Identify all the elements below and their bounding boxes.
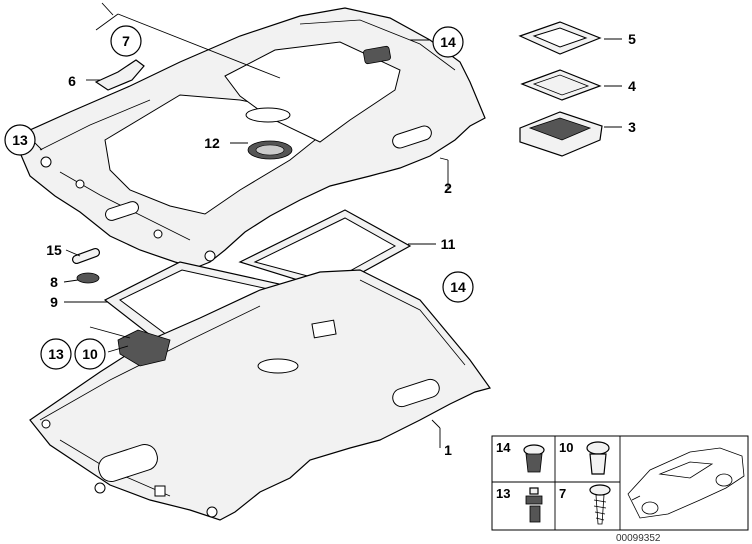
sunroof-frame	[238, 209, 412, 291]
callout-13b: 13	[48, 346, 64, 362]
callout-14a: 14	[440, 34, 456, 50]
trim-piece-6	[94, 59, 145, 91]
rectangular-cutout	[311, 319, 337, 339]
overhead-console	[247, 140, 293, 160]
clip-14-drawing	[523, 444, 545, 473]
callout-14b: 14	[450, 279, 466, 295]
clip-10-drawing	[586, 441, 610, 475]
screw-13-drawing	[525, 487, 543, 523]
sunroof-opening-lower	[257, 358, 299, 374]
clip-hole-5	[41, 419, 51, 429]
grab-handle-lower-right	[392, 378, 440, 408]
callout-6: 6	[68, 73, 76, 89]
callout-circle-14b	[442, 271, 474, 303]
callout-10: 10	[82, 346, 98, 362]
callout-1: 1	[444, 442, 452, 458]
clip-hole-7	[154, 485, 166, 497]
callout-9: 9	[50, 294, 58, 310]
reading-lamp-lens-4	[520, 69, 602, 101]
grab-handle-upper-left	[105, 201, 139, 221]
callout-circle-13b	[40, 338, 72, 370]
callout-5: 5	[628, 31, 636, 47]
callout-15: 15	[46, 242, 62, 258]
clip-hole-3	[153, 229, 163, 239]
callout-circle-14a	[432, 26, 464, 58]
screw-7-drawing	[589, 484, 611, 525]
callout-7: 7	[122, 33, 130, 49]
fastener-table: 14 10 13 7	[491, 435, 749, 531]
callout-12: 12	[204, 135, 220, 151]
clip-hole-2	[75, 179, 85, 189]
callout-circle-7	[110, 25, 142, 57]
grommet-8	[76, 272, 100, 284]
clip-hole-6	[94, 482, 106, 494]
callout-circle-13a	[4, 124, 36, 156]
callout-13a: 13	[12, 132, 28, 148]
reading-lamp-housing-3	[519, 111, 603, 157]
callout-11: 11	[441, 236, 456, 252]
table-cell-10: 10	[559, 440, 573, 455]
grab-handle-upper-right	[392, 125, 432, 149]
grab-handle-lower-left	[98, 443, 158, 483]
callout-3: 3	[628, 119, 636, 135]
clip-hole-4	[204, 250, 216, 262]
table-cell-7: 7	[559, 486, 566, 501]
table-cell-14: 14	[496, 440, 511, 455]
rear-light-cutout	[363, 45, 391, 65]
table-cell-13: 13	[496, 486, 510, 501]
courtesy-light-cluster	[117, 329, 171, 367]
car-sketch-icon	[627, 447, 745, 519]
plug-15	[72, 247, 100, 265]
callout-circle-10	[74, 338, 106, 370]
reading-lamp-cover-5	[518, 21, 602, 55]
callout-2: 2	[444, 180, 452, 196]
sunroof-opening	[245, 107, 291, 123]
document-id: 00099352	[616, 533, 661, 544]
clip-hole-1	[40, 156, 52, 168]
callout-4: 4	[628, 78, 636, 94]
callout-8: 8	[50, 274, 58, 290]
clip-hole-8	[206, 506, 218, 518]
